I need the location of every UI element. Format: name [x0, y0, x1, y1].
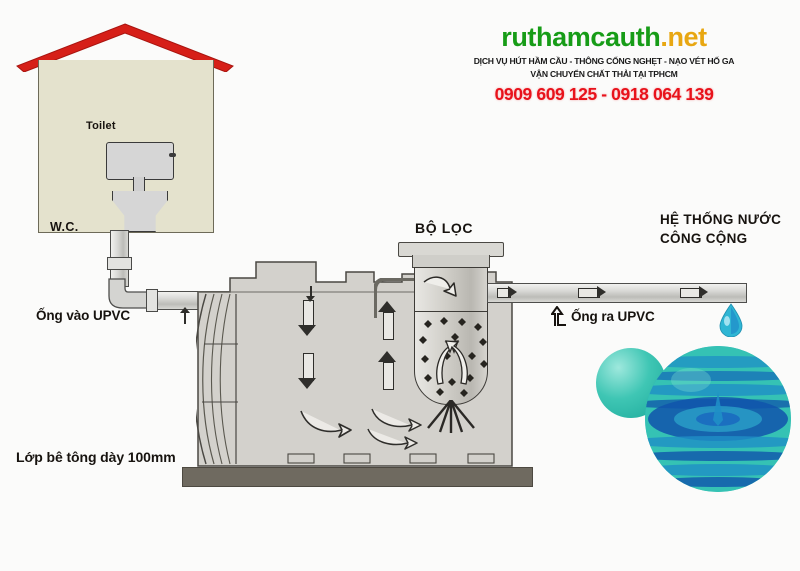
flow-arrow-curved-1-icon: [300, 410, 352, 438]
brand-name-main: ruthamcauth: [501, 22, 661, 52]
wc-label: W.C.: [50, 220, 79, 234]
filter-dot: [451, 333, 459, 341]
filter-swirl-arrows-icon: [436, 340, 468, 385]
internal-riser-pipe: [374, 278, 420, 318]
toilet-cistern-icon: [106, 142, 174, 180]
outlet-arrow-1-head: [508, 286, 517, 298]
water-droplet-icon: [719, 303, 743, 337]
filter-dot: [458, 318, 466, 326]
flow-arrow-up-1-head: [378, 301, 396, 312]
public-water-label-line2: CÔNG CỘNG: [660, 231, 748, 246]
flow-arrow-curved-3-icon: [367, 428, 418, 450]
filter-dot: [424, 374, 432, 382]
flow-arrow-down-2-head: [298, 378, 316, 389]
outlet-pipe-upvc: [487, 283, 747, 303]
flow-arrow-up-1-shaft: [383, 312, 394, 340]
house-illustration: Toilet W.C.: [14, 22, 236, 234]
filter-label: BỘ LỌC: [415, 220, 474, 236]
outlet-arrow-3-head: [699, 286, 708, 298]
toilet-label: Toilet: [86, 120, 116, 132]
filter-dot: [421, 355, 429, 363]
inlet-flow-arrow-icon: [180, 307, 190, 324]
filter-outflow-icon: [427, 400, 475, 433]
house-roof-icon: [16, 23, 234, 72]
filter-dot: [474, 323, 482, 331]
outlet-arrow-2-head: [597, 286, 606, 298]
flow-arrow-down-2-shaft: [303, 353, 314, 381]
public-water-label-line1: HỆ THỐNG NƯỚC: [660, 212, 782, 227]
brand-phone-number: 0909 609 125 - 0918 064 139: [494, 84, 714, 105]
tank-inlet-arrow-icon: [306, 286, 315, 302]
filter-divider: [414, 311, 488, 313]
brand-tagline-line1: DỊCH VỤ HÚT HẦM CẦU - THÔNG CỐNG NGHẸT -…: [473, 56, 735, 66]
concrete-label: Lớp bê tông dày 100mm: [16, 449, 176, 465]
filter-dot: [436, 388, 444, 396]
outlet-pipe-label: Ống ra UPVC: [571, 309, 655, 324]
filter-dot: [468, 352, 476, 360]
filter-dot: [419, 336, 427, 344]
filter-dot: [443, 352, 451, 360]
toilet-flush-handle-icon: [169, 153, 176, 157]
filter-dot: [460, 389, 468, 397]
concrete-slab: [182, 467, 533, 487]
inlet-pipe-label: Ống vào UPVC: [36, 308, 131, 323]
brand-name-tld: .net: [660, 22, 707, 52]
filter-dot: [466, 374, 474, 382]
outlet-flow-arrow-icon: [551, 306, 566, 326]
flow-arrow-curved-2-icon: [371, 408, 422, 432]
pipe-collar-vertical: [107, 257, 132, 270]
water-ripple-pattern: [645, 346, 791, 492]
flow-arrow-down-1-shaft: [303, 300, 314, 328]
filter-dot: [440, 317, 448, 325]
flow-arrow-up-2-head: [378, 351, 396, 362]
pipe-collar-inlet: [146, 289, 158, 312]
filter-dot: [479, 338, 487, 346]
filter-dot: [424, 320, 432, 328]
filter-dot: [448, 378, 456, 386]
flow-arrow-down-1-head: [298, 325, 316, 336]
flow-arrow-up-2-shaft: [383, 362, 394, 390]
filter-dot: [480, 360, 488, 368]
brand-name: ruthamcauth.net: [468, 24, 740, 51]
filter-top-arrows-icon: [423, 276, 457, 297]
water-sphere-large: [645, 346, 791, 492]
brand-tagline-line2: VẬN CHUYỂN CHẤT THẢI TẠI TPHCM: [530, 68, 678, 79]
brand-block: ruthamcauth.net DỊCH VỤ HÚT HẦM CẦU - TH…: [468, 24, 740, 105]
